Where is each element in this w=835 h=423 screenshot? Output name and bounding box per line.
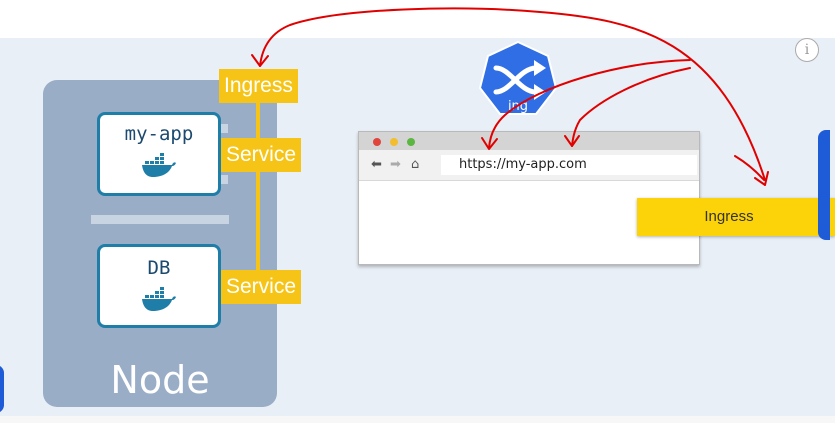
ingress-tag: Ingress [219, 69, 298, 103]
bottom-strip [0, 416, 835, 423]
info-icon: i [795, 38, 819, 62]
docker-whale-icon [142, 287, 176, 311]
arrow-to-ingress-box [734, 155, 765, 181]
arrow-to-browser-url [488, 59, 691, 149]
docker-whale-icon [142, 153, 176, 177]
ingress-shuffle-icon: ing [478, 40, 558, 115]
service-tag-my-app: Service [221, 138, 302, 172]
blue-edge-shape-left [0, 365, 4, 413]
service-tag-db: Service [221, 270, 302, 304]
home-icon: ⌂ [411, 157, 420, 172]
maximize-dot [407, 138, 415, 146]
back-arrow-icon: ⬅ [371, 157, 382, 172]
ingress-box-label: Ingress [704, 208, 754, 225]
url-bar: https://my-app.com [441, 155, 697, 175]
browser-toolbar: ⬅ ➡ ⌂ https://my-app.com [359, 150, 699, 181]
node-panel: my-app DB Node [43, 80, 277, 407]
node-label: Node [110, 358, 210, 402]
forward-arrow-icon: ➡ [390, 157, 401, 172]
service-connector-line [256, 94, 260, 302]
minimize-dot [390, 138, 398, 146]
arrow-to-browser-url-2 [571, 67, 691, 147]
arrow-to-ingress-tag [259, 7, 766, 181]
browser-titlebar [359, 132, 699, 150]
blue-edge-shape [818, 130, 830, 240]
pod-db: DB [97, 244, 221, 328]
node-stripe [91, 215, 229, 224]
pod-my-app: my-app [97, 112, 221, 196]
pod-title: DB [147, 257, 171, 279]
ingress-box: Ingress [637, 198, 835, 236]
pod-title: my-app [124, 123, 194, 145]
close-dot [373, 138, 381, 146]
